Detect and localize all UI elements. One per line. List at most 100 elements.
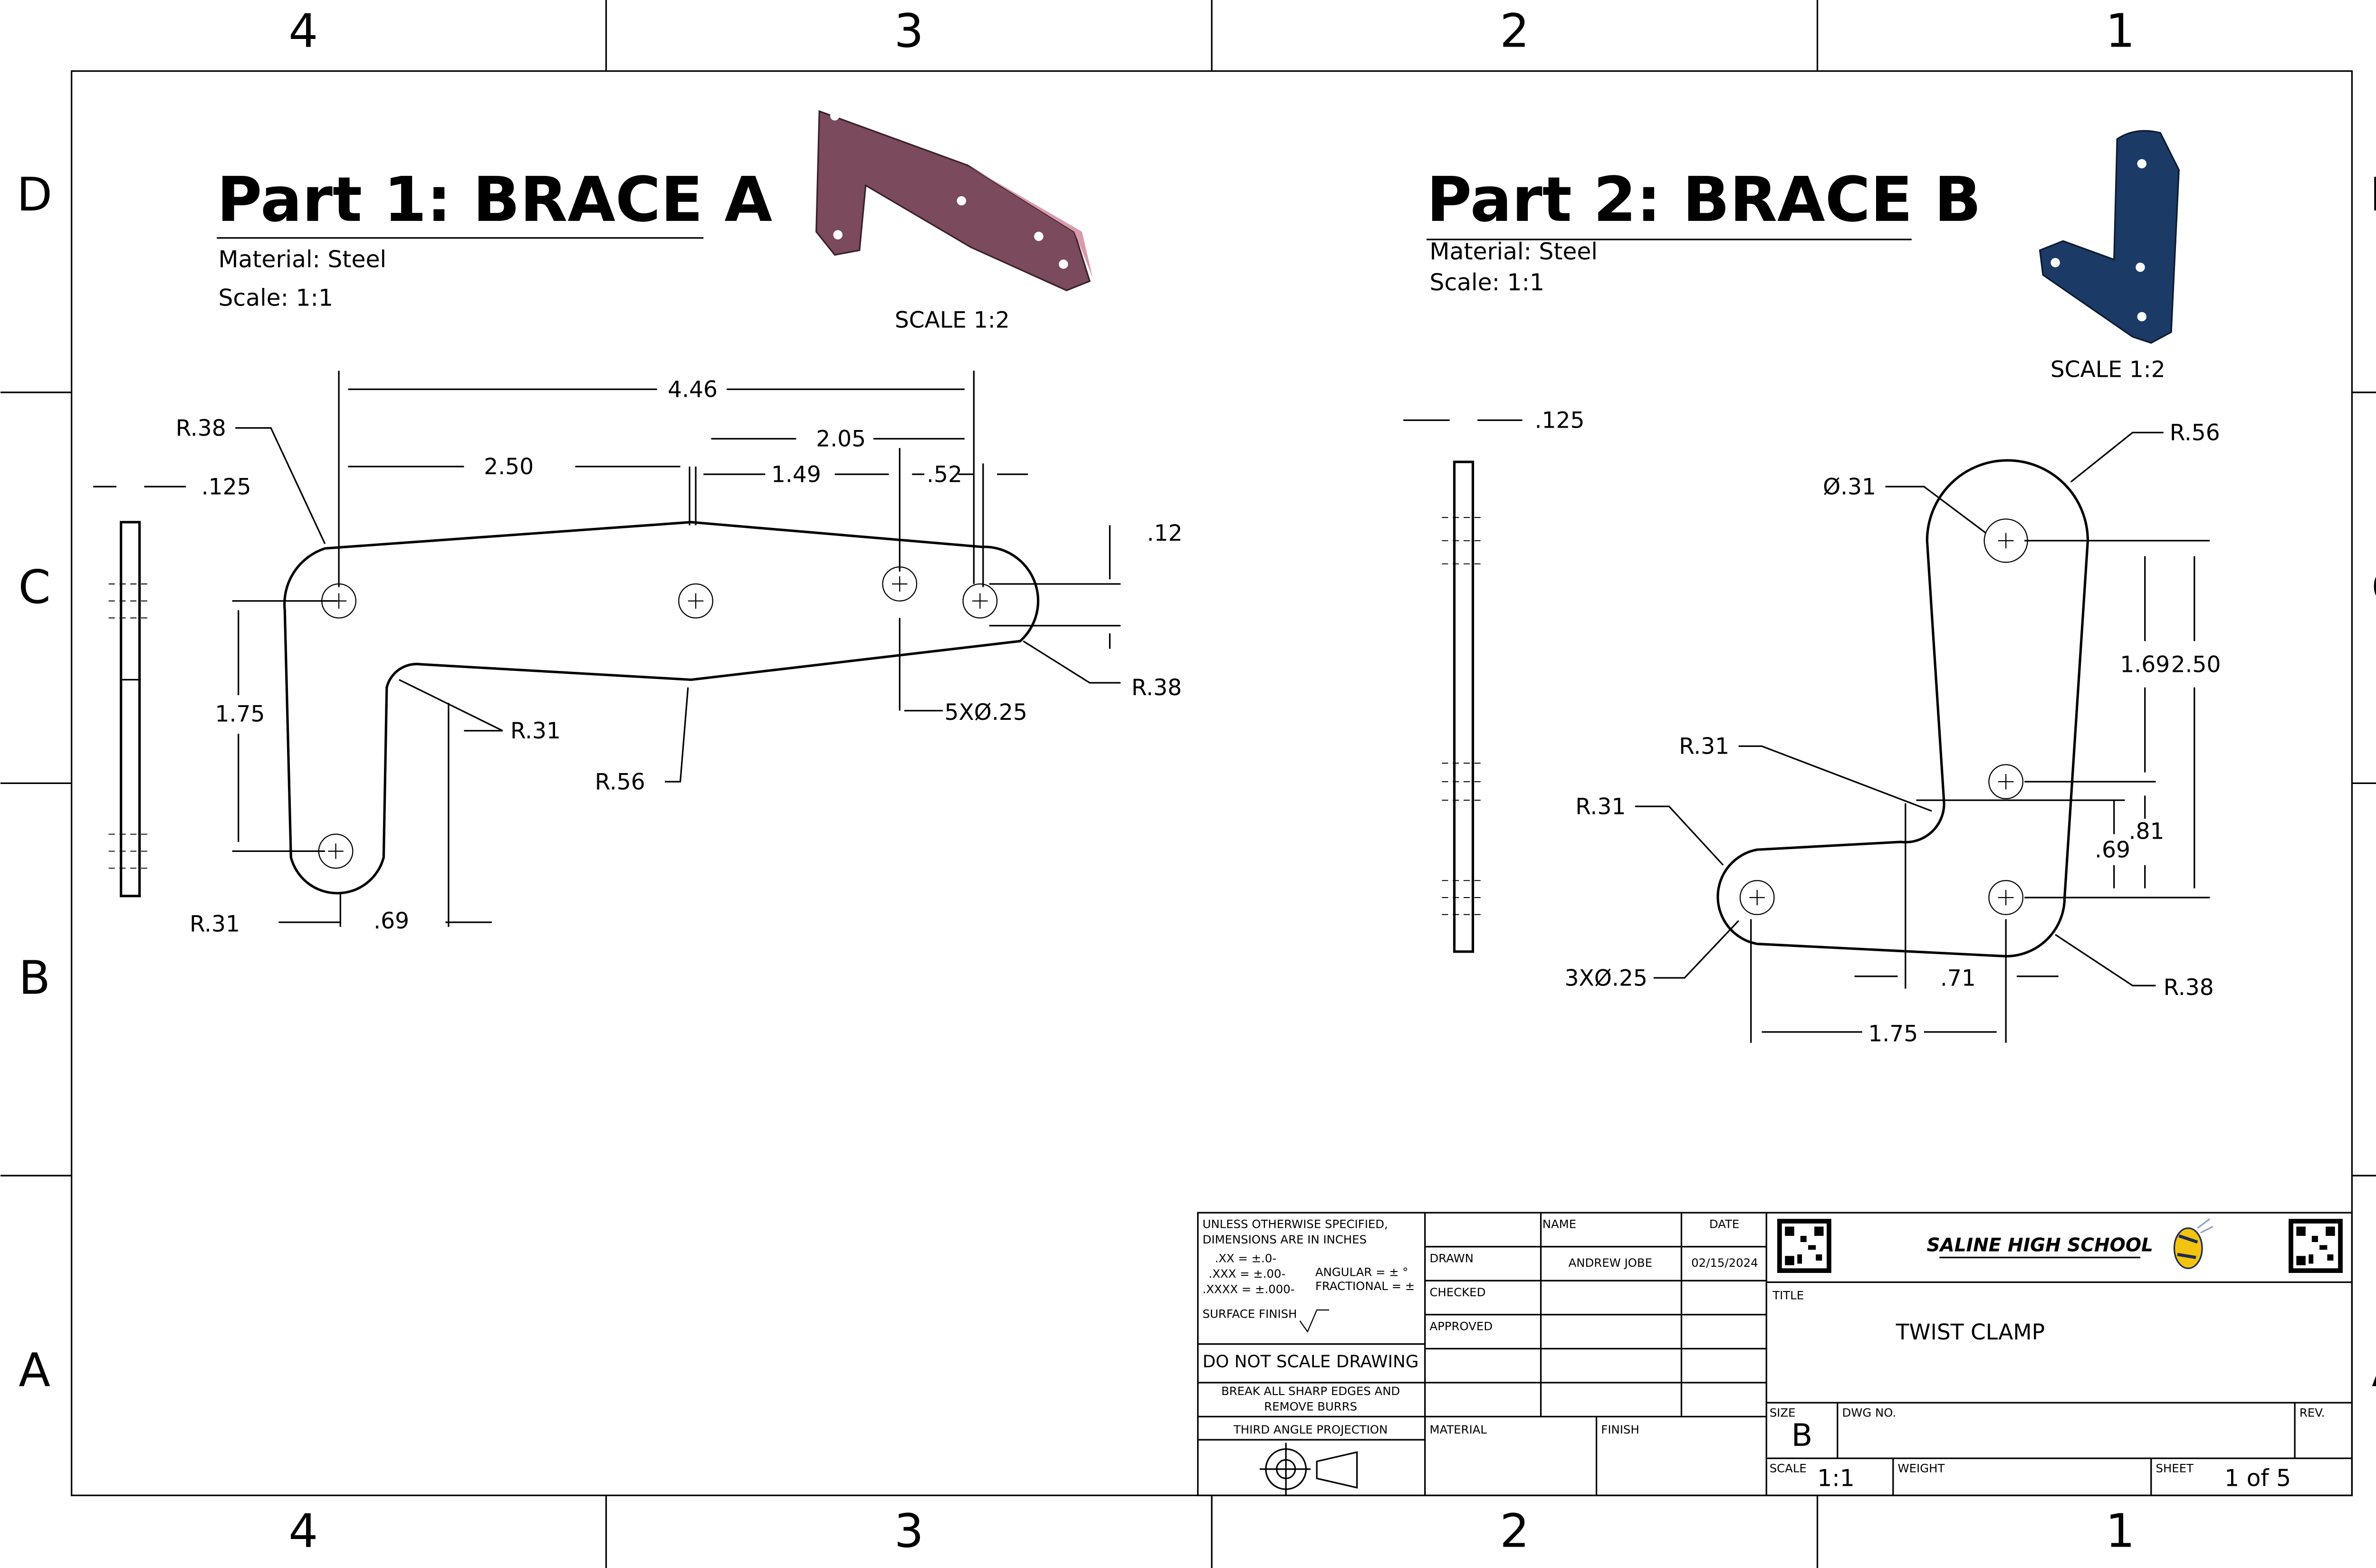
zones-rows-0: D xyxy=(17,168,52,222)
zone-labels: 4 3 2 1 4 3 2 1 D C B A D C B A xyxy=(17,4,2376,1558)
part1-dims-d012: .12 xyxy=(1147,520,1182,546)
part2-dims-thk: .125 xyxy=(1535,408,1585,434)
part2-dims-dia31: Ø.31 xyxy=(1823,474,1876,500)
part1-front-view: .125 4.46 2.50 2.05 1.49 .52 .12 R.38 R.… xyxy=(93,371,1182,937)
part2-dims-r38: R.38 xyxy=(2164,975,2214,1001)
third-angle-projection-icon xyxy=(1259,1443,1358,1496)
part2-header: Part 2: BRACE B Material: Steel Scale: 1… xyxy=(1427,163,1981,296)
zones-columns-2: 2 xyxy=(1500,1504,1529,1558)
part1-iso-scale: SCALE 1:2 xyxy=(895,307,1010,333)
zones-rows-3: A xyxy=(19,1343,50,1397)
title-block-title-label: TITLE xyxy=(1772,1288,1804,1302)
title-block-name-header: NAME xyxy=(1542,1217,1576,1231)
title-block: UNLESS OTHERWISE SPECIFIED, DIMENSIONS A… xyxy=(1197,1212,2353,1496)
title-block-scale-label: SCALE xyxy=(1770,1461,1807,1475)
part2-scale: Scale: 1:1 xyxy=(1429,269,1544,296)
zones-rows-1: C xyxy=(19,560,51,614)
hornet-mascot-logo xyxy=(2173,1218,2213,1269)
zones-rows-2: B xyxy=(2372,951,2376,1005)
title-block-weight-label: WEIGHT xyxy=(1898,1461,1945,1475)
part1-header: Part 1: BRACE A Material: Steel Scale: 1… xyxy=(217,163,772,312)
part2-dims-d069: .69 xyxy=(2095,837,2130,863)
title-block-tol-2: .XXXX = ±.000- xyxy=(1202,1282,1294,1296)
zones-columns-2: 2 xyxy=(1500,4,1529,58)
part1-title: Part 1: BRACE A xyxy=(217,163,772,236)
zones-columns-3: 1 xyxy=(2106,1504,2135,1558)
part1-dims-d175: 1.75 xyxy=(215,701,265,727)
part1-side-view xyxy=(108,521,152,898)
zones-rows-0: D xyxy=(2370,168,2376,222)
zones-columns-0: 4 xyxy=(288,4,318,58)
part1-dimension-lines xyxy=(93,371,1121,927)
title-block-approved-label: APPROVED xyxy=(1429,1319,1493,1333)
zones-rows-2: B xyxy=(19,951,50,1005)
part2-dims-holes: 3XØ.25 xyxy=(1565,965,1648,991)
part1-dims-thk: .125 xyxy=(201,474,251,500)
part2-dimension-lines xyxy=(1403,419,2210,1043)
part1-dims-r31b: R.31 xyxy=(190,911,240,937)
part2-dims-d175: 1.75 xyxy=(1868,1021,1918,1047)
part1-dims-r38a: R.38 xyxy=(176,415,226,441)
title-block-tol-1: .XXX = ±.00- xyxy=(1208,1267,1285,1281)
part1-dims-r56: R.56 xyxy=(595,769,645,795)
title-block-finish-label: FINISH xyxy=(1601,1423,1639,1436)
title-block-tol-0: .XX = ±.0- xyxy=(1215,1251,1277,1265)
zones-rows-1: C xyxy=(2371,560,2376,614)
title-block-size: B xyxy=(1792,1418,1813,1453)
part2-dims-r31b: R.31 xyxy=(1575,794,1626,820)
title-block-material-label: MATERIAL xyxy=(1429,1423,1487,1436)
part2-material: Material: Steel xyxy=(1429,239,1598,265)
title-block-notes-1: DIMENSIONS ARE IN INCHES xyxy=(1202,1233,1367,1246)
zones-columns-1: 3 xyxy=(894,4,924,58)
title-block-rev-label: REV. xyxy=(2299,1405,2325,1419)
part1-dims-overall: 4.46 xyxy=(668,377,718,403)
part2-dims-d081: .81 xyxy=(2129,818,2165,844)
title-block-date-header: DATE xyxy=(1709,1217,1739,1231)
part2-dims-r56: R.56 xyxy=(2170,420,2220,446)
part2-dims-r31a: R.31 xyxy=(1679,734,1729,760)
part1-scale: Scale: 1:1 xyxy=(218,285,333,312)
part1-dims-r38b: R.38 xyxy=(1131,675,1182,701)
title-block-break-edges-1: REMOVE BURRS xyxy=(1264,1399,1357,1413)
title-block-do-not-scale: DO NOT SCALE DRAWING xyxy=(1203,1352,1419,1371)
zones-columns-1: 3 xyxy=(894,1504,924,1558)
part1-dims-r31a: R.31 xyxy=(510,718,561,744)
part1-dims-d149: 1.49 xyxy=(771,461,821,488)
part2-dimension-text: .125 R.56 Ø.31 1.69 2.50 R.31 R.31 .81 .… xyxy=(1535,408,2221,1047)
title-block-scale: 1:1 xyxy=(1817,1465,1854,1492)
part1-isometric-view: SCALE 1:2 xyxy=(815,110,1093,333)
drawing-title: TWIST CLAMP xyxy=(1896,1319,2045,1345)
qr-code-right-icon xyxy=(2289,1219,2343,1273)
title-block-size-label: SIZE xyxy=(1770,1405,1796,1419)
part1-dimension-text: .125 4.46 2.50 2.05 1.49 .52 .12 R.38 R.… xyxy=(176,377,1183,937)
part1-dims-d205: 2.05 xyxy=(816,426,866,452)
part2-iso-scale: SCALE 1:2 xyxy=(2050,356,2165,382)
part2-side-view xyxy=(1442,460,1485,953)
title-block-surface-finish: SURFACE FINISH xyxy=(1202,1307,1297,1320)
part2-title: Part 2: BRACE B xyxy=(1427,163,1981,236)
part1-dims-d052: .52 xyxy=(927,461,962,488)
part1-dims-d250: 2.50 xyxy=(484,454,534,480)
school-name: SALINE HIGH SCHOOL xyxy=(1926,1234,2153,1256)
zones-columns-0: 4 xyxy=(288,1504,318,1558)
qr-code-left-icon xyxy=(1777,1219,1831,1273)
title-block-checked-label: CHECKED xyxy=(1429,1285,1485,1299)
part2-dims-d169: 1.69 xyxy=(2120,651,2170,678)
title-block-notes-0: UNLESS OTHERWISE SPECIFIED, xyxy=(1202,1217,1388,1231)
part1-dims-d069: .69 xyxy=(374,908,409,934)
title-block-drawn-name: ANDREW JOBE xyxy=(1569,1256,1652,1270)
part1-dims-holes: 5XØ.25 xyxy=(945,699,1027,726)
part2-isometric-view: SCALE 1:2 xyxy=(2039,130,2180,382)
title-block-drawn-label: DRAWN xyxy=(1429,1251,1473,1265)
title-block-sheet: 1 of 5 xyxy=(2224,1465,2291,1492)
title-block-fractional: FRACTIONAL = ± xyxy=(1315,1279,1415,1293)
zones-columns-3: 1 xyxy=(2106,4,2135,58)
title-block-break-edges-0: BREAK ALL SHARP EDGES AND xyxy=(1221,1384,1400,1398)
part2-dims-d250: 2.50 xyxy=(2171,651,2221,678)
title-block-sheet-label: SHEET xyxy=(2156,1461,2194,1475)
part2-dims-d071: .71 xyxy=(1940,965,1976,991)
title-block-projection: THIRD ANGLE PROJECTION xyxy=(1233,1423,1388,1436)
zones-rows-3: A xyxy=(2372,1343,2376,1397)
title-block-drawn-date: 02/15/2024 xyxy=(1691,1256,1758,1270)
